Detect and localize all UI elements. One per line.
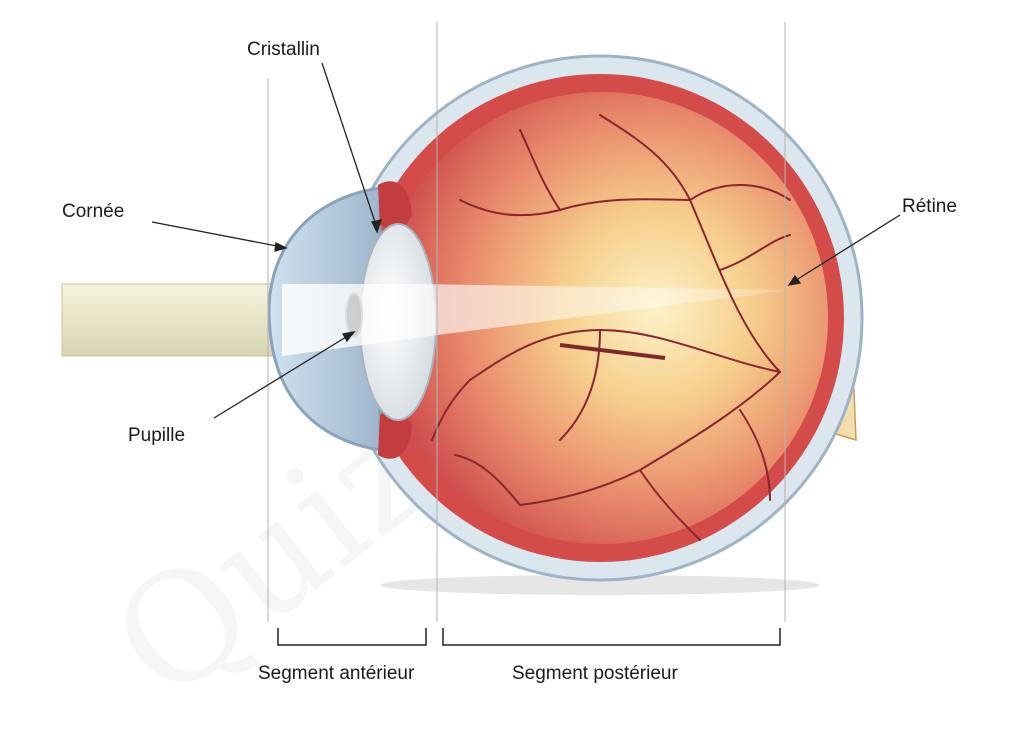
ground-shadow — [380, 575, 820, 595]
label-segment-anterior: Segment antérieur — [258, 663, 415, 684]
bracket-posterior — [442, 628, 781, 646]
bracket-anterior — [277, 628, 427, 646]
label-cornee: Cornée — [62, 201, 125, 222]
arrowhead-cristallin — [371, 219, 382, 234]
label-retine: Rétine — [902, 196, 957, 217]
leader-lines — [151, 62, 901, 419]
macula-shadow — [559, 343, 666, 360]
leader-pupille — [213, 333, 352, 419]
arrowhead-retine — [787, 274, 802, 286]
eye-diagram: QuizzBox — [61, 22, 957, 684]
label-segment-posterior: Segment postérieur — [512, 663, 678, 684]
label-cristallin: Cristallin — [247, 39, 320, 60]
leader-cristallin — [321, 62, 378, 229]
light-rays — [282, 284, 790, 356]
arrowhead-cornee — [274, 242, 288, 252]
leader-retine — [792, 214, 901, 283]
retina-fundus — [376, 92, 828, 544]
light-beam — [61, 283, 283, 357]
blood-vessels — [431, 114, 791, 541]
iris-upper — [378, 181, 412, 235]
label-pupille: Pupille — [128, 425, 186, 446]
arrowhead-pupille — [341, 331, 356, 343]
eye-illustration — [61, 22, 901, 646]
leader-cornee — [151, 221, 283, 248]
